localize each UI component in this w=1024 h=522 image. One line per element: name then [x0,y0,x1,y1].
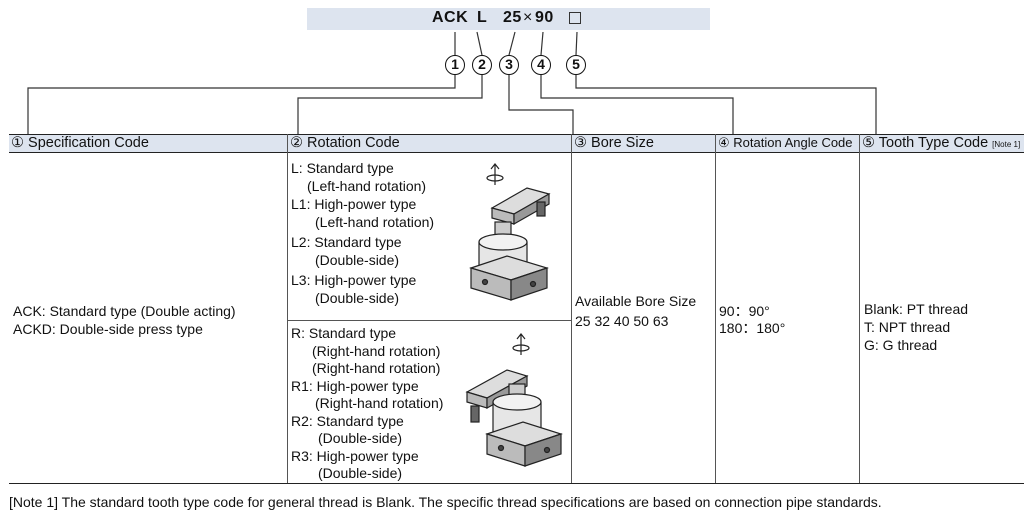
left-clamp-illustration [469,163,551,301]
callout-1: 1 [445,55,465,75]
right-clamp-illustration [465,333,563,467]
rot-l-sub: (Left-hand rotation) [307,178,427,194]
bore-values: 25 32 40 50 63 [575,313,669,329]
code-spec: ACK [432,9,469,26]
rot-l2-sub: (Double-side) [315,252,400,268]
rot-r2-line: R2: Standard type [291,413,404,429]
rot-r2-sub: (Double-side) [318,430,403,446]
col-divider-1 [287,134,288,484]
rot-l1-sub: (Left-hand rotation) [315,214,435,230]
table-header-row [9,134,1024,153]
header-angle: ④ Rotation Angle Code [718,135,853,150]
col-divider-2 [571,134,572,484]
code-bore: 25 [503,9,522,26]
footnote: [Note 1] The standard tooth type code fo… [9,494,882,510]
header-tooth-label: ⑤ Tooth Type Code [862,135,989,151]
rot-l3-sub: (Double-side) [315,290,400,306]
spec-line-ackd: ACKD: Double-side press type [13,321,203,337]
spec-table: ① Specification Code ② Rotation Code ③ B… [9,134,1024,484]
rot-r-line: R: Standard type [291,325,397,341]
tooth-blank: Blank: PT thread [864,301,969,317]
spec-line-ack: ACK: Standard type (Double acting) [13,303,236,319]
rot-r1-line: R1: High-power type [291,378,419,394]
tooth-code-box [569,12,581,24]
callout-2: 2 [472,55,492,75]
angle-180: 180：180° [719,320,786,336]
rot-l-line: L: Standard type [291,160,394,176]
header-bore: ③ Bore Size [574,135,654,151]
tooth-g: G: G thread [864,337,938,353]
leader-lines [27,31,877,136]
bore-title: Available Bore Size [575,293,697,309]
code-times: × [523,9,533,26]
header-tooth: ⑤ Tooth Type Code [Note 1] [860,134,1024,153]
table-bottom-border [9,483,1024,484]
header-spec: ① Specification Code [11,135,149,151]
code-rotation: L [477,9,488,26]
col-divider-4 [859,134,860,484]
rot-r-sub-1: (Right-hand rotation) [312,343,441,359]
rot-r3-sub: (Double-side) [318,465,403,481]
rot-r3-line: R3: High-power type [291,448,419,464]
callout-4: 4 [531,55,551,75]
callout-5: 5 [566,55,586,75]
header-tooth-note: [Note 1] [992,140,1021,149]
col-divider-3 [715,134,716,484]
rot-l3-line: L3: High-power type [291,272,417,288]
header-rotation: ② Rotation Code [290,135,400,151]
rot-r1-sub: (Right-hand rotation) [315,395,444,411]
rot-l1-line: L1: High-power type [291,196,417,212]
code-angle: 90 [535,9,554,26]
rotation-split-line [287,320,571,321]
callout-3: 3 [499,55,519,75]
rot-l2-line: L2: Standard type [291,234,402,250]
model-code-bar: ACK L 25 × 90 [307,8,710,30]
tooth-t: T: NPT thread [864,319,951,335]
angle-90: 90：90° [719,303,770,319]
rot-r-sub-2: (Right-hand rotation) [312,360,441,376]
